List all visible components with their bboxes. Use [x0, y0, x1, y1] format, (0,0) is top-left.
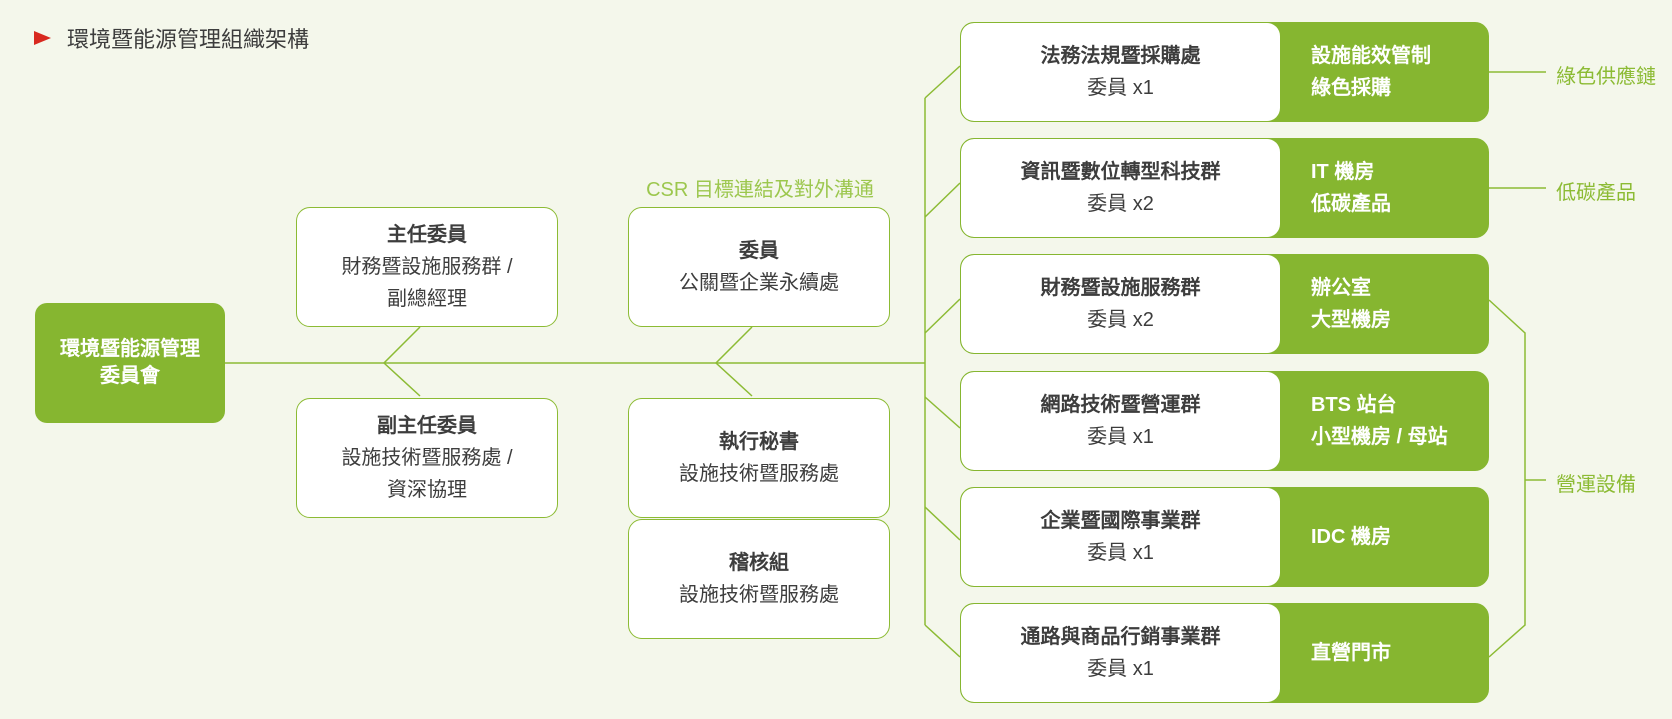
page-title: 環境暨能源管理組織架構 — [34, 22, 309, 54]
department-info: 財務暨設施服務群 委員 x2 — [961, 255, 1280, 353]
department-members: 委員 x2 — [1087, 193, 1154, 215]
audit-title: 稽核組 — [729, 552, 789, 574]
department-name: 企業暨國際事業群 — [1040, 510, 1201, 532]
department-scope-line-1: 辦公室 — [1311, 277, 1371, 299]
department-members: 委員 x1 — [1087, 658, 1154, 680]
department-scope-line-2: 大型機房 — [1311, 309, 1391, 331]
root-line-2: 委員會 — [100, 365, 160, 387]
department-scope: 設施能效管制 綠色採購 — [1311, 23, 1488, 121]
chair-line-1: 財務暨設施服務群 / — [341, 256, 513, 278]
triangle-marker-icon — [34, 31, 51, 45]
department-node: 法務法規暨採購處 委員 x1 設施能效管制 綠色採購 — [960, 22, 1489, 122]
department-name: 財務暨設施服務群 — [1040, 277, 1201, 299]
vice-chair-line-2: 資深協理 — [387, 479, 467, 501]
root-line-1: 環境暨能源管理 — [60, 338, 200, 360]
department-members: 委員 x1 — [1087, 426, 1154, 448]
chair-title: 主任委員 — [387, 224, 467, 246]
exec-secretary-title: 執行秘書 — [719, 431, 799, 453]
department-members: 委員 x1 — [1087, 542, 1154, 564]
department-scope-line-1: 設施能效管制 — [1311, 45, 1431, 67]
vice-chair-title: 副主任委員 — [377, 415, 477, 437]
member-title: 委員 — [739, 240, 779, 262]
member-node: 委員 公關暨企業永續處 — [628, 207, 890, 327]
department-scope: BTS 站台 小型機房 / 母站 — [1311, 372, 1488, 470]
department-node: 資訊暨數位轉型科技群 委員 x2 IT 機房 低碳產品 — [960, 138, 1489, 238]
member-line-1: 公關暨企業永續處 — [679, 272, 839, 294]
department-scope-line-1: BTS 站台 — [1311, 394, 1397, 416]
department-scope-line-1: 直營門市 — [1311, 642, 1391, 664]
department-node: 企業暨國際事業群 委員 x1 IDC 機房 — [960, 487, 1489, 587]
category-green-supply-chain: 綠色供應鏈 — [1556, 66, 1656, 88]
department-scope-line-2: 低碳產品 — [1311, 193, 1391, 215]
department-info: 資訊暨數位轉型科技群 委員 x2 — [961, 139, 1280, 237]
csr-label: CSR 目標連結及對外溝通 — [646, 179, 874, 201]
audit-node: 稽核組 設施技術暨服務處 — [628, 519, 890, 639]
department-info: 企業暨國際事業群 委員 x1 — [961, 488, 1280, 586]
category-operations: 營運設備 — [1556, 474, 1636, 496]
department-members: 委員 x1 — [1087, 77, 1154, 99]
department-name: 法務法規暨採購處 — [1040, 45, 1201, 67]
department-info: 網路技術暨營運群 委員 x1 — [961, 372, 1280, 470]
department-scope-line-2: 小型機房 / 母站 — [1311, 426, 1448, 448]
department-node: 通路與商品行銷事業群 委員 x1 直營門市 — [960, 603, 1489, 703]
department-node: 網路技術暨營運群 委員 x1 BTS 站台 小型機房 / 母站 — [960, 371, 1489, 471]
department-name: 通路與商品行銷事業群 — [1020, 626, 1221, 648]
department-info: 通路與商品行銷事業群 委員 x1 — [961, 604, 1280, 702]
department-info: 法務法規暨採購處 委員 x1 — [961, 23, 1280, 121]
department-node: 財務暨設施服務群 委員 x2 辦公室 大型機房 — [960, 254, 1489, 354]
page-title-text: 環境暨能源管理組織架構 — [67, 27, 310, 52]
department-scope-line-2: 綠色採購 — [1311, 77, 1391, 99]
vice-chair-line-1: 設施技術暨服務處 / — [341, 447, 513, 469]
department-name: 資訊暨數位轉型科技群 — [1020, 161, 1221, 183]
department-scope: 直營門市 — [1311, 604, 1488, 702]
audit-line-1: 設施技術暨服務處 — [679, 584, 839, 606]
committee-root-node: 環境暨能源管理 委員會 — [35, 303, 225, 423]
department-name: 網路技術暨營運群 — [1040, 394, 1201, 416]
exec-secretary-node: 執行秘書 設施技術暨服務處 — [628, 398, 890, 518]
department-scope-line-1: IDC 機房 — [1311, 526, 1391, 548]
department-members: 委員 x2 — [1087, 309, 1154, 331]
chair-line-2: 副總經理 — [387, 288, 467, 310]
chair-node: 主任委員 財務暨設施服務群 / 副總經理 — [296, 207, 558, 327]
department-scope: IT 機房 低碳產品 — [1311, 139, 1488, 237]
category-low-carbon: 低碳產品 — [1556, 182, 1636, 204]
department-scope: 辦公室 大型機房 — [1311, 255, 1488, 353]
department-scope: IDC 機房 — [1311, 488, 1488, 586]
department-scope-line-1: IT 機房 — [1311, 161, 1375, 183]
exec-secretary-line-1: 設施技術暨服務處 — [679, 463, 839, 485]
vice-chair-node: 副主任委員 設施技術暨服務處 / 資深協理 — [296, 398, 558, 518]
